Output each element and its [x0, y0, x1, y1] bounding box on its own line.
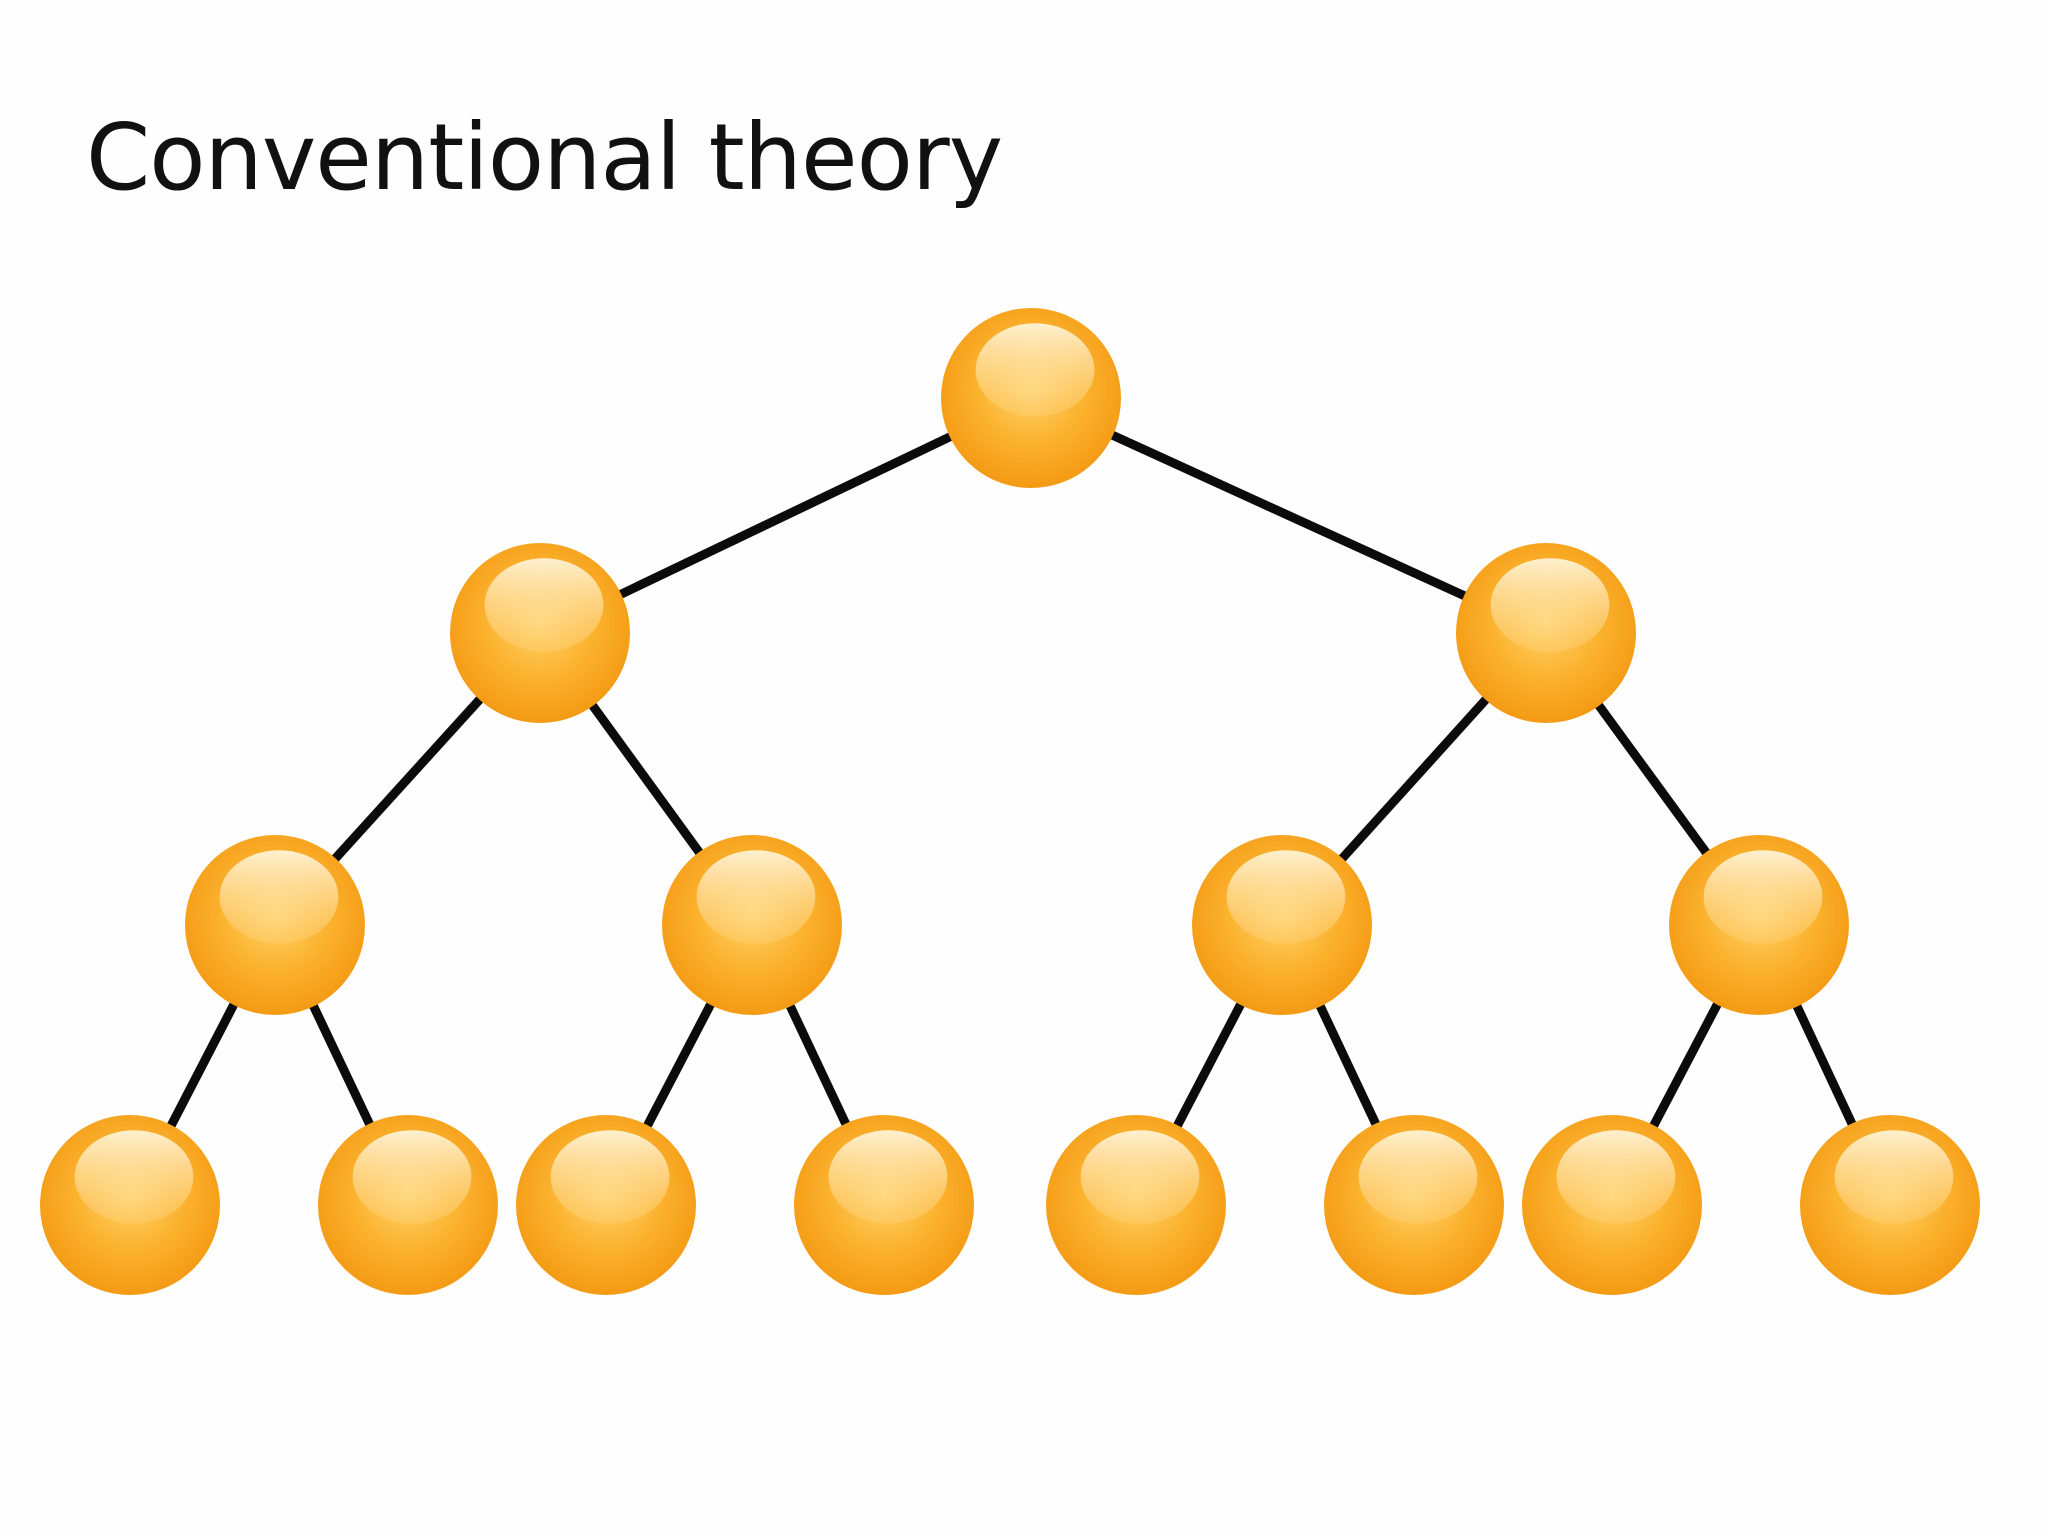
- node-highlight: [1834, 1130, 1954, 1224]
- tree-edge: [1647, 999, 1724, 1131]
- node-highlight: [1226, 850, 1346, 944]
- tree-edge: [1314, 1000, 1382, 1130]
- node-highlight: [1490, 558, 1610, 652]
- tree-node-level2-4: [1669, 835, 1849, 1015]
- tree-node-level2-3: [1192, 835, 1372, 1015]
- node-highlight: [352, 1130, 472, 1224]
- tree-node-level3-6: [1324, 1115, 1504, 1295]
- tree-edge: [784, 1000, 852, 1130]
- tree-node-level3-4: [794, 1115, 974, 1295]
- node-highlight: [484, 558, 604, 652]
- tree-node-root: [941, 308, 1121, 488]
- tree-node-level2-1: [185, 835, 365, 1015]
- node-highlight: [1703, 850, 1823, 944]
- node-highlight: [550, 1130, 670, 1224]
- tree-nodes: [40, 308, 1980, 1295]
- tree-edge: [586, 699, 706, 859]
- node-highlight: [975, 323, 1095, 417]
- tree-node-level3-2: [318, 1115, 498, 1295]
- tree-node-level3-3: [516, 1115, 696, 1295]
- node-highlight: [219, 850, 339, 944]
- tree-node-level1-2: [1456, 543, 1636, 723]
- tree-node-level3-8: [1800, 1115, 1980, 1295]
- tree-node-level3-1: [40, 1115, 220, 1295]
- slide-title: Conventional theory: [86, 104, 1003, 211]
- tree-edge: [641, 999, 717, 1131]
- tree-edge: [1336, 693, 1492, 865]
- tree-edge: [1171, 999, 1247, 1131]
- tree-node-level3-5: [1046, 1115, 1226, 1295]
- tree-node-level1-1: [450, 543, 630, 723]
- node-highlight: [696, 850, 816, 944]
- node-highlight: [1358, 1130, 1478, 1224]
- tree-edge: [1593, 699, 1712, 859]
- node-highlight: [828, 1130, 948, 1224]
- tree-edge: [329, 693, 486, 865]
- node-highlight: [1080, 1130, 1200, 1224]
- node-highlight: [74, 1130, 194, 1224]
- tree-edges: [165, 429, 1858, 1131]
- tree-edge: [307, 1000, 376, 1130]
- node-highlight: [1556, 1130, 1676, 1224]
- tree-edge: [165, 999, 240, 1131]
- tree-edge: [1791, 1000, 1858, 1130]
- tree-node-level3-7: [1522, 1115, 1702, 1295]
- tree-edge: [1107, 429, 1470, 602]
- tree-node-level2-2: [662, 835, 842, 1015]
- tree-edge: [615, 431, 956, 600]
